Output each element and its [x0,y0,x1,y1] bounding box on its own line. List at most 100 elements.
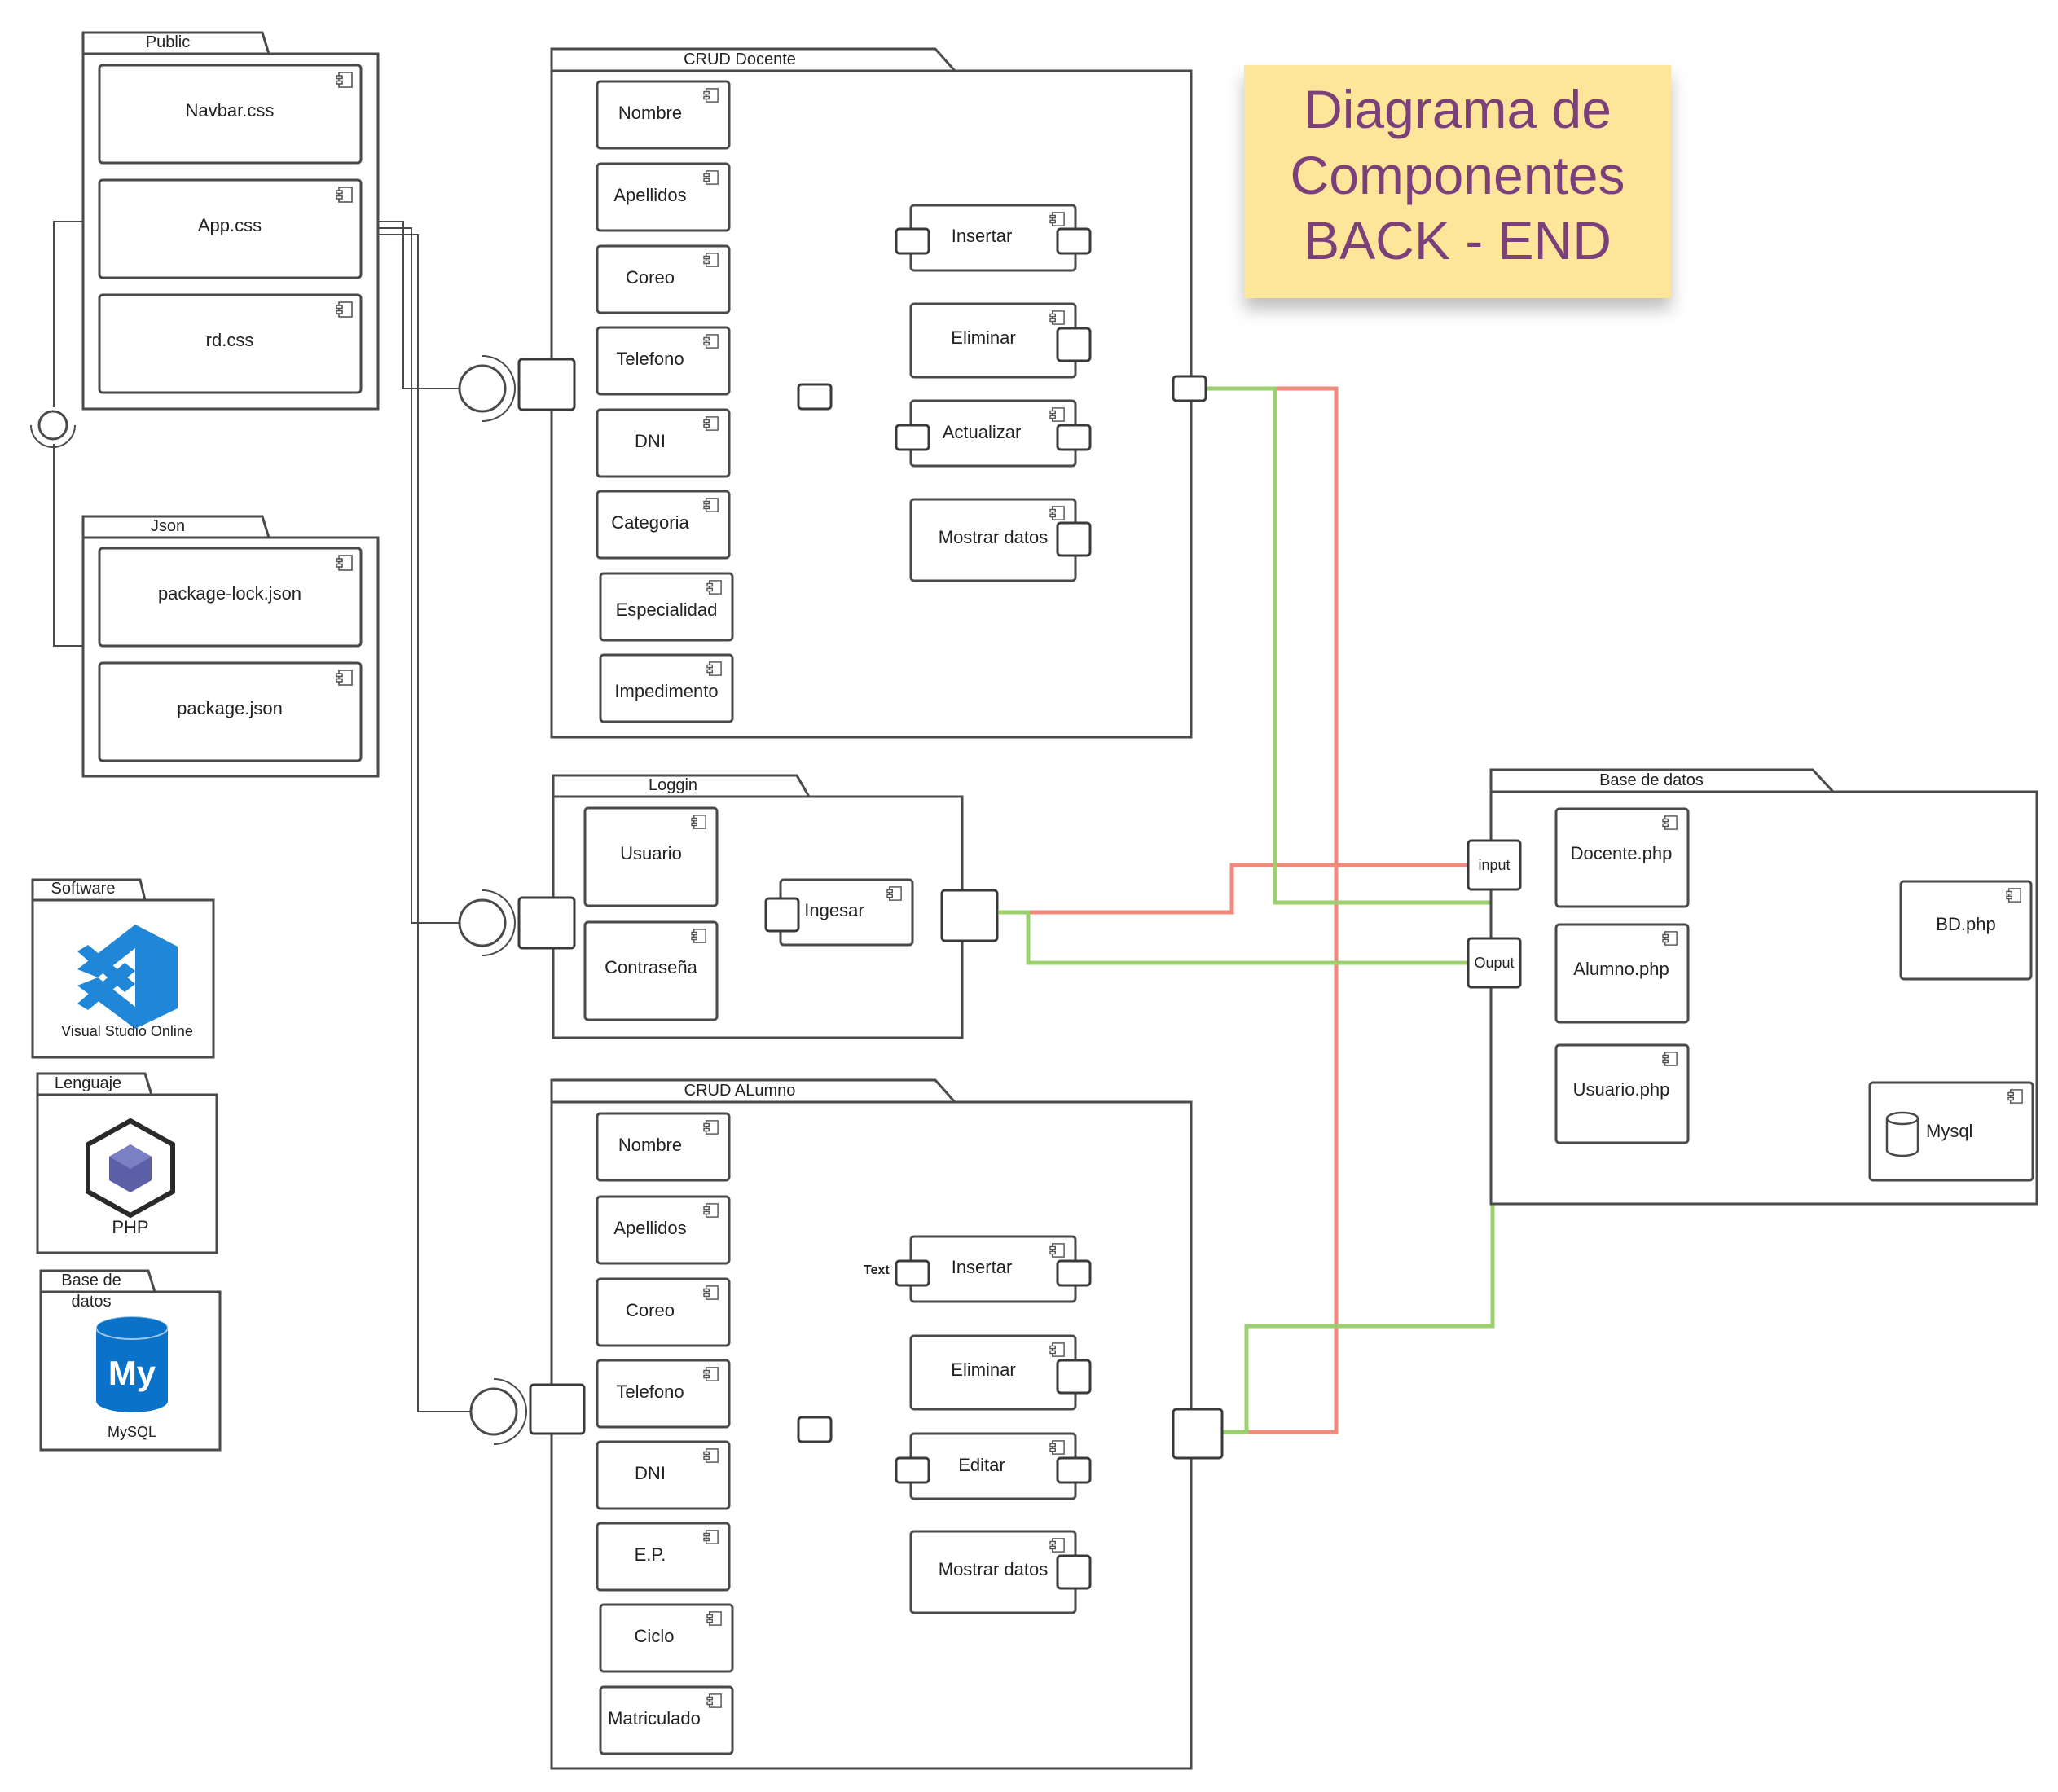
action-port-in[interactable] [764,897,800,933]
action-label: Mostrar datos [939,1559,1049,1579]
action-eliminar[interactable]: Eliminar [909,1334,1092,1411]
port-output-label: Ouput [1474,955,1514,971]
field-ciclo[interactable]: Ciclo [599,1603,734,1673]
action-actualizar[interactable]: Actualizar [895,399,1092,468]
php-cube-icon [86,1118,175,1219]
action-port-out[interactable] [1056,327,1092,362]
component-package-lock-json[interactable]: package-lock.json [98,547,363,648]
action-port-in[interactable] [895,424,930,451]
action-port-in[interactable] [895,227,930,255]
field-label: Usuario [620,843,682,863]
legend-label: Lenguaje [55,1074,121,1092]
action-port-out[interactable] [1056,1359,1092,1395]
package-loggin: Loggin Usuario Contraseña Ingesar [517,774,999,1039]
hub-port[interactable] [797,1416,833,1443]
action-port-out[interactable] [1056,1554,1092,1590]
action-mostrar-datos[interactable]: Mostrar datos [909,498,1092,582]
action-port-out[interactable] [1056,521,1092,557]
field-telefono[interactable]: Telefono [596,1359,731,1429]
action-port-in[interactable] [895,1259,930,1287]
package-label: CRUD Docente [684,51,796,68]
action-editar[interactable]: Editar [895,1432,1092,1500]
component-navbar-css[interactable]: Navbar.css [98,64,363,165]
field-usuario[interactable]: Usuario [583,806,719,907]
action-port-out[interactable] [1056,1456,1092,1484]
component-label: package-lock.json [158,583,301,604]
package-crud-alumno: CRUD ALumno Nombre Apellidos Coreo Telef… [529,1078,1224,1770]
mysql-icon: My [95,1315,169,1412]
title-note-background [1244,65,1671,298]
port-input[interactable]: input [1467,839,1522,891]
component-package-json[interactable]: package.json [98,661,363,762]
field-label: DNI [635,431,666,451]
action-port-in[interactable] [895,1456,930,1484]
legend-label-line-2: datos [72,1293,112,1311]
crud-alumno-out-port[interactable] [1172,1408,1224,1460]
legend-caption: MySQL [108,1424,156,1440]
action-eliminar[interactable]: Eliminar [909,302,1092,379]
component-alumno-php[interactable]: Alumno.php [1554,923,1690,1024]
crud-docente-in-port[interactable] [517,358,576,411]
action-label: Eliminar [951,327,1015,348]
package-base-de-datos: Base de datos input Ouput Docente.php Al… [1467,768,2038,1206]
field-contrasena[interactable]: Contraseña [583,920,719,1021]
component-icon [336,555,353,571]
action-insertar[interactable]: Insertar [895,204,1092,272]
action-insertar[interactable]: Insertar [895,1235,1092,1303]
field-nombre[interactable]: Nombre [596,80,731,150]
legend-caption: Visual Studio Online [61,1023,193,1039]
component-usuario-php[interactable]: Usuario.php [1554,1043,1690,1144]
component-label: Navbar.css [186,100,275,121]
component-label: BD.php [1936,914,1995,934]
package-label: Loggin [649,776,697,794]
crud-docente-out-port[interactable] [1172,375,1207,402]
component-mysql[interactable]: Mysql [1868,1081,2034,1182]
field-apellidos[interactable]: Apellidos [596,162,731,232]
component-rd-css[interactable]: rd.css [98,293,363,394]
legend-label: Software [51,880,116,898]
action-port-out[interactable] [1056,227,1092,255]
component-app-css[interactable]: App.css [98,178,363,279]
field-label: Especialidad [616,600,718,620]
field-dni[interactable]: DNI [596,408,731,478]
action-label: Mostrar datos [939,527,1049,547]
port-note: Text [864,1263,890,1277]
action-port-out[interactable] [1056,1259,1092,1287]
field-categoria[interactable]: Categoria [596,490,731,560]
field-nombre[interactable]: Nombre [596,1112,731,1182]
interface-lollipop-left [30,410,76,448]
field-matriculado[interactable]: Matriculado [599,1685,734,1755]
component-bd-php[interactable]: BD.php [1899,880,2033,981]
field-label: Categoria [611,512,689,533]
action-ingesar[interactable]: Ingesar [764,878,914,947]
action-mostrar-datos[interactable]: Mostrar datos [909,1530,1092,1614]
field-ep[interactable]: E.P. [596,1522,731,1592]
field-telefono[interactable]: Telefono [596,326,731,396]
component-docente-php[interactable]: Docente.php [1554,807,1690,908]
port-output[interactable]: Ouput [1467,937,1522,989]
loggin-out-port[interactable] [940,889,999,942]
hub-port[interactable] [797,383,833,411]
field-apellidos[interactable]: Apellidos [596,1195,731,1265]
field-coreo[interactable]: Coreo [596,1277,731,1347]
field-coreo[interactable]: Coreo [596,244,731,314]
action-port-out[interactable] [1056,424,1092,451]
action-label: Insertar [952,1257,1013,1277]
interface-lollipop-alumno [469,1378,527,1445]
field-label: Telefono [616,1381,684,1402]
field-label: E.P. [635,1544,666,1565]
component-label: rd.css [206,330,254,350]
component-label: package.json [177,698,283,718]
action-label: Insertar [952,226,1013,246]
action-label: Actualizar [943,422,1022,442]
field-especialidad[interactable]: Especialidad [599,572,734,642]
crud-alumno-in-port[interactable] [529,1383,586,1435]
loggin-in-port[interactable] [517,896,576,950]
component-label: Mysql [1926,1121,1972,1141]
field-label: Contraseña [605,957,698,977]
field-dni[interactable]: DNI [596,1440,731,1510]
legend-lenguaje: Lenguaje PHP [36,1072,218,1254]
field-impedimento[interactable]: Impedimento [599,653,734,723]
package-label: Json [151,517,185,535]
